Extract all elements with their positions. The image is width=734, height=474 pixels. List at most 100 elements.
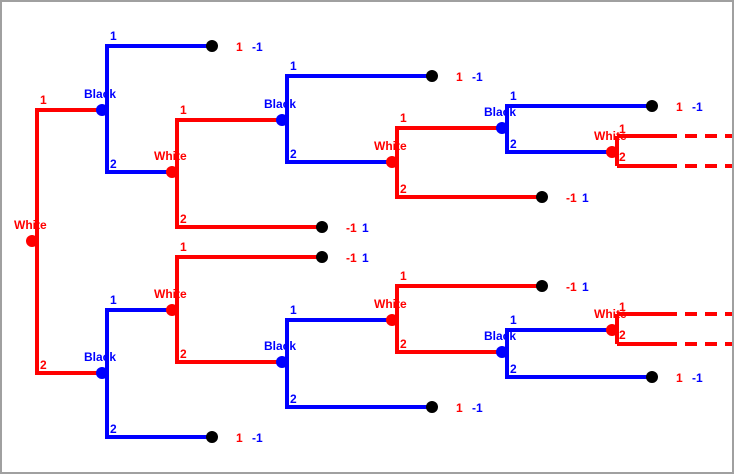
branch-label-2: 2 — [110, 422, 117, 436]
payoff-black: -1 — [692, 371, 703, 385]
white-decision-node — [386, 314, 398, 326]
branch-label-1: 1 — [180, 103, 187, 117]
branch-edge — [395, 126, 502, 162]
terminal-node — [316, 221, 328, 233]
branch-label-2: 2 — [180, 212, 187, 226]
branch-label-1: 1 — [619, 300, 626, 314]
branch-label-2: 2 — [619, 328, 626, 342]
branch-label-1: 1 — [510, 89, 517, 103]
player-label-white: White — [154, 287, 187, 301]
payoff-black: -1 — [252, 40, 263, 54]
branch-edge — [35, 108, 102, 241]
terminal-node — [316, 251, 328, 263]
terminal-node — [206, 40, 218, 52]
branch-label-1: 1 — [180, 240, 187, 254]
branch-edge — [395, 320, 502, 354]
payoff-white: 1 — [236, 40, 243, 54]
terminal-node — [646, 371, 658, 383]
branch-label-2: 2 — [619, 150, 626, 164]
branch-edge — [175, 172, 322, 229]
terminal-node — [426, 401, 438, 413]
branch-edge — [285, 362, 432, 409]
player-label-white: White — [594, 129, 627, 143]
player-label-white: White — [154, 149, 187, 163]
payoff-black: 1 — [582, 280, 589, 294]
payoff-white: 1 — [236, 431, 243, 445]
terminal-node — [646, 100, 658, 112]
white-decision-node — [386, 156, 398, 168]
branch-edge — [505, 128, 612, 154]
branch-label-1: 1 — [290, 303, 297, 317]
player-label-white: White — [14, 218, 47, 232]
player-label-black: Black — [264, 339, 296, 353]
payoff-black: -1 — [472, 70, 483, 84]
branch-edge — [395, 162, 542, 199]
branch-edge — [285, 74, 432, 120]
branch-label-1: 1 — [400, 269, 407, 283]
branch-edge — [105, 110, 172, 174]
player-label-black: Black — [84, 350, 116, 364]
branch-edge — [505, 328, 612, 352]
payoff-white: 1 — [456, 401, 463, 415]
branch-edge — [105, 308, 172, 373]
payoff-black: 1 — [362, 251, 369, 265]
white-decision-node — [166, 304, 178, 316]
white-decision-node — [606, 324, 618, 336]
branch-edge — [35, 241, 102, 375]
terminal-node — [536, 191, 548, 203]
branch-label-2: 2 — [400, 337, 407, 351]
payoff-white: -1 — [346, 251, 357, 265]
terminal-node — [536, 280, 548, 292]
branch-label-2: 2 — [290, 392, 297, 406]
branch-label-1: 1 — [619, 122, 626, 136]
payoff-white: -1 — [346, 221, 357, 235]
payoff-white: 1 — [676, 371, 683, 385]
branch-label-2: 2 — [40, 358, 47, 372]
player-label-white: White — [594, 307, 627, 321]
branch-edge — [105, 44, 212, 110]
terminal-node — [206, 431, 218, 443]
black-decision-node — [96, 104, 108, 116]
branch-edge — [395, 284, 542, 320]
branch-edge — [285, 120, 392, 164]
branch-label-1: 1 — [400, 111, 407, 125]
payoff-white: 1 — [456, 70, 463, 84]
branch-label-1: 1 — [110, 29, 117, 43]
player-label-black: Black — [484, 329, 516, 343]
payoff-black: 1 — [362, 221, 369, 235]
player-label-black: Black — [484, 105, 516, 119]
branch-label-1: 1 — [110, 293, 117, 307]
payoff-black: -1 — [252, 431, 263, 445]
player-label-black: Black — [84, 87, 116, 101]
black-decision-node — [276, 356, 288, 368]
payoff-black: -1 — [692, 100, 703, 114]
payoff-black: -1 — [472, 401, 483, 415]
branch-label-2: 2 — [510, 362, 517, 376]
branch-edge — [175, 118, 282, 172]
white-decision-node — [606, 146, 618, 158]
terminal-node — [426, 70, 438, 82]
white-decision-node — [166, 166, 178, 178]
branch-label-1: 1 — [510, 313, 517, 327]
branch-label-2: 2 — [110, 157, 117, 171]
payoff-white: 1 — [676, 100, 683, 114]
branch-label-1: 1 — [40, 93, 47, 107]
branch-edge — [175, 255, 322, 310]
branch-edge — [505, 104, 652, 128]
branch-label-2: 2 — [180, 347, 187, 361]
branch-edge — [505, 352, 652, 379]
white-decision-node — [26, 235, 38, 247]
player-label-black: Black — [264, 97, 296, 111]
payoff-white: -1 — [566, 191, 577, 205]
branch-edge — [175, 310, 282, 364]
branch-label-2: 2 — [510, 137, 517, 151]
black-decision-node — [496, 122, 508, 134]
player-label-white: White — [374, 297, 407, 311]
branch-label-1: 1 — [290, 59, 297, 73]
black-decision-node — [96, 367, 108, 379]
payoff-black: 1 — [582, 191, 589, 205]
branch-label-2: 2 — [290, 147, 297, 161]
branch-edge — [105, 373, 212, 439]
